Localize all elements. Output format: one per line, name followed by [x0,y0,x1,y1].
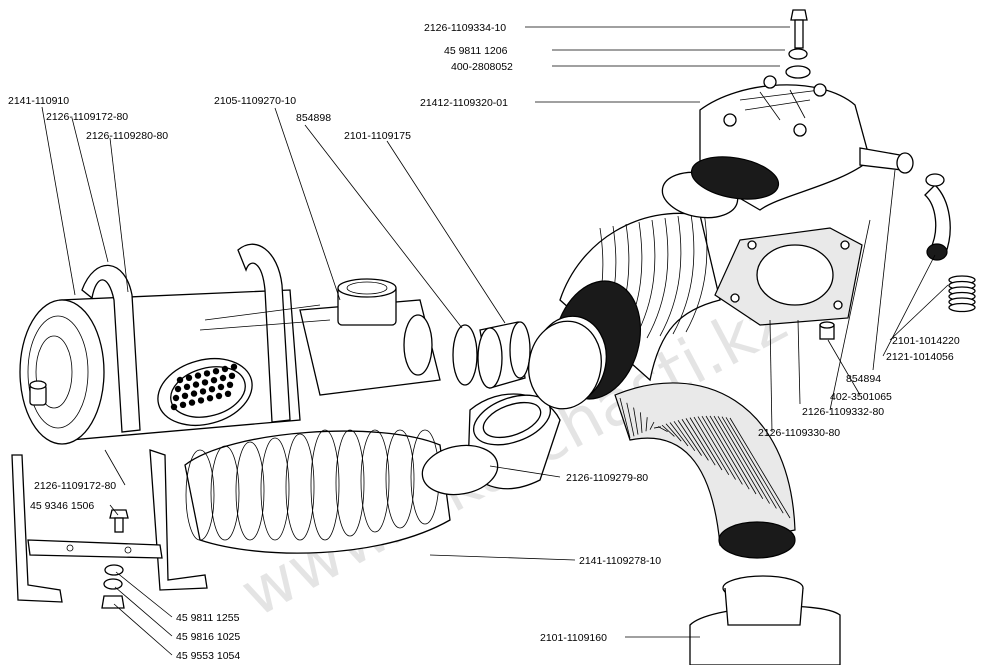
small-sleeve-and-clamp [452,321,531,389]
label-l19: 2126-1109279-80 [566,472,648,484]
gasket [714,227,863,326]
label-l11: 2101-1014220 [892,335,960,347]
spring [948,275,976,313]
label-l17: 2126-1109172-80 [34,480,116,492]
label-l02: 45 9811 1206 [444,45,508,57]
label-l08: 2105-1109270-10 [214,95,296,107]
label-l15: 2126-1109332-80 [802,406,884,418]
cover-bolt-washers [785,9,811,79]
filter-clamp-bands [81,243,291,433]
part-number-labels: 2126-1109334-10 45 9811 1206 400-2808052… [8,22,960,662]
lower-corrugated-hose [184,429,451,554]
intake-cover [690,75,914,211]
large-rubber-sleeve [467,393,561,490]
label-l13: 854894 [846,373,881,385]
breather-hose [924,173,951,261]
label-l20: 2141-1109278-10 [579,555,661,567]
label-l16: 2126-1109330-80 [758,427,840,439]
label-l24: 2101-1109160 [540,632,607,644]
bracket-bolt-washer-nut [101,509,129,609]
leader-lines [41,26,949,656]
label-l18: 45 9346 1506 [30,500,94,512]
label-l05: 2141-110910 [8,95,69,107]
label-l23: 45 9553 1054 [176,650,240,662]
bushing [819,321,835,340]
label-l03: 400-2808052 [451,61,513,73]
label-l07: 2126-1109280-80 [86,130,168,142]
thermostatic-valve-housing [199,278,441,396]
label-l01: 2126-1109334-10 [424,22,506,34]
label-l12: 2121-1014056 [886,351,954,363]
intake-elbow-pipe [614,382,796,559]
label-l09: 854898 [296,112,331,124]
label-l21: 45 9811 1255 [176,612,240,624]
label-l10: 2101-1109175 [344,130,411,142]
filter-intake-grille [157,358,253,426]
label-l04: 21412-1109320-01 [420,97,508,109]
label-l14: 402-3501065 [830,391,892,403]
label-l06: 2126-1109172-80 [46,111,128,123]
air-intake-scoop [689,575,841,665]
filter-mounting-bracket [11,449,208,603]
label-l22: 45 9816 1025 [176,631,240,643]
